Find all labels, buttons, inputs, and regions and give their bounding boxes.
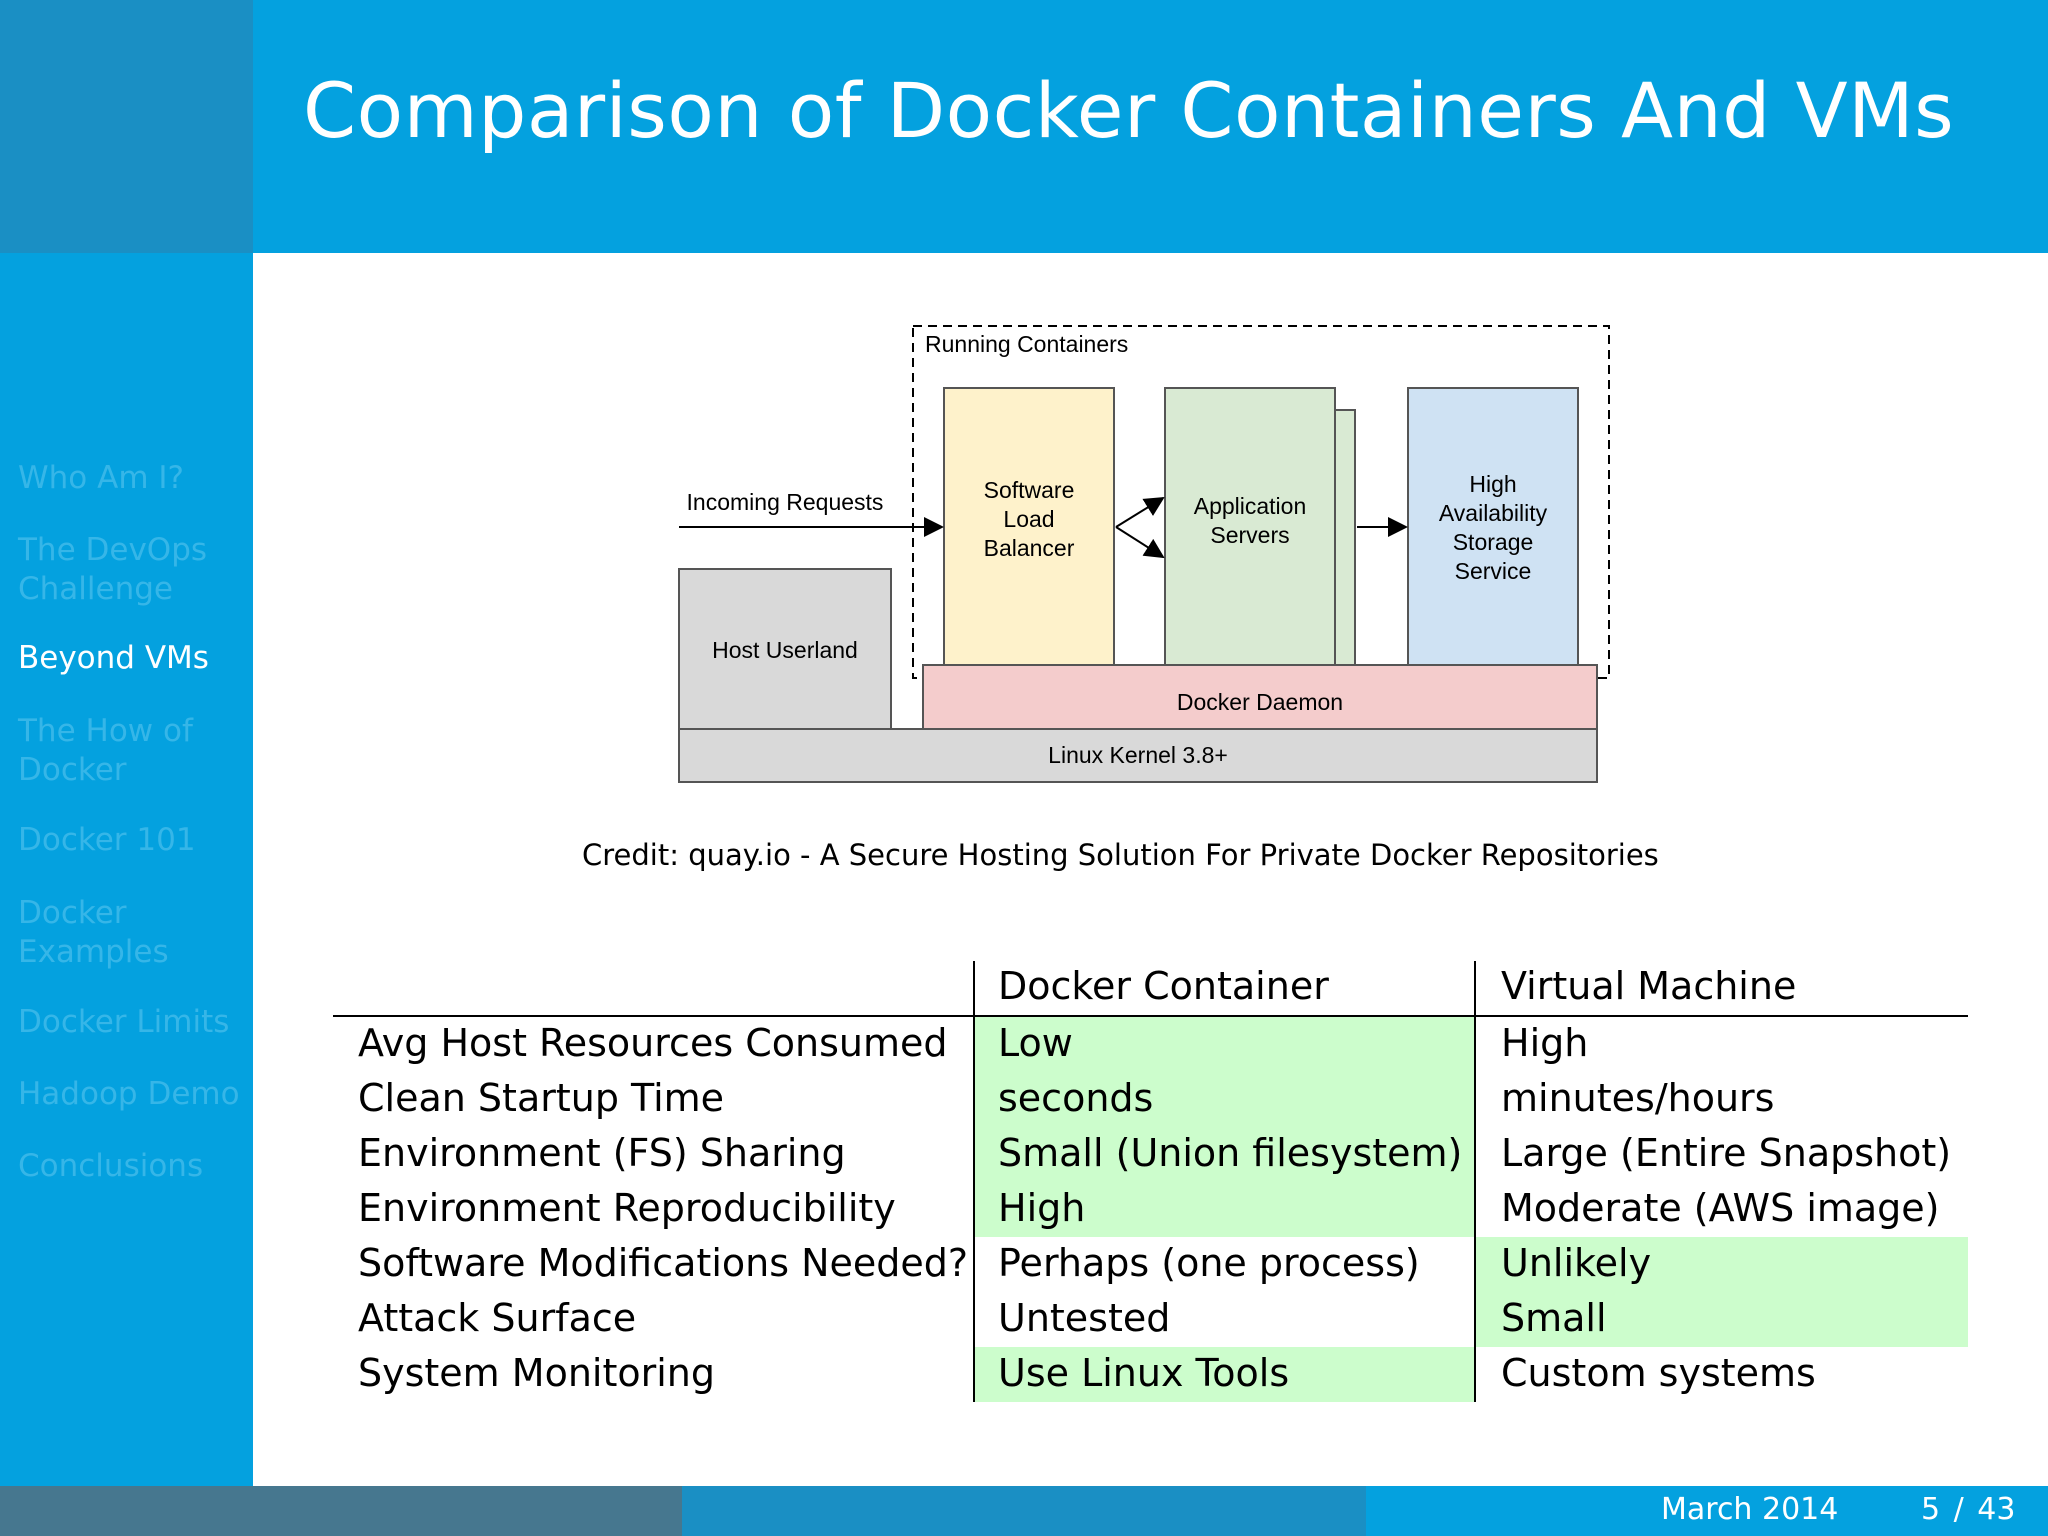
docker-architecture-diagram: Running Containers Linux Kernel 3.8+ Doc… bbox=[678, 325, 1610, 783]
table-row-label: Attack Surface bbox=[358, 1296, 637, 1340]
table-cell-vm: minutes/hours bbox=[1501, 1076, 1775, 1120]
lb-to-app-arrow-upper bbox=[1115, 496, 1165, 528]
table-cell-docker: seconds bbox=[998, 1076, 1154, 1120]
table-cell-vm: Custom systems bbox=[1501, 1351, 1816, 1395]
nav-item-how-of-docker[interactable]: The How of Docker bbox=[18, 713, 193, 788]
footer-segment-left bbox=[0, 1486, 682, 1536]
header-corner bbox=[0, 0, 253, 253]
table-cell-docker: Small (Union filesystem) bbox=[998, 1131, 1463, 1175]
table-header-rule bbox=[333, 1015, 1968, 1017]
host-userland-box bbox=[678, 568, 892, 730]
storage-line-2: Availability bbox=[1439, 500, 1548, 526]
table-cell-vm: Large (Entire Snapshot) bbox=[1501, 1131, 1952, 1175]
slide-title: Comparison of Docker Containers And VMs bbox=[303, 66, 1955, 155]
nav-item-docker-examples[interactable]: Docker Examples bbox=[18, 895, 169, 970]
nav-item-docker-101[interactable]: Docker 101 bbox=[18, 822, 196, 858]
table-row-label: Avg Host Resources Consumed bbox=[358, 1021, 948, 1065]
table-header-vm: Virtual Machine bbox=[1501, 964, 1797, 1008]
table-cell-docker: Perhaps (one process) bbox=[998, 1241, 1420, 1285]
nav-item-who-am-i[interactable]: Who Am I? bbox=[18, 460, 184, 496]
storage-line-1: High bbox=[1469, 471, 1516, 497]
sidebar-navigation: Who Am I? The DevOps Challenge Beyond VM… bbox=[0, 253, 253, 1486]
table-row-label: Software Modifications Needed? bbox=[358, 1241, 969, 1285]
app-servers-box bbox=[1164, 387, 1336, 666]
load-balancer-line-3: Balancer bbox=[984, 535, 1075, 561]
footer-page-number: 5 / 43 bbox=[1921, 1492, 2016, 1527]
app-servers-line-2: Servers bbox=[1210, 522, 1289, 548]
table-row-label: Clean Startup Time bbox=[358, 1076, 725, 1120]
incoming-requests-label: Incoming Requests bbox=[687, 489, 884, 515]
nav-item-beyond-vms[interactable]: Beyond VMs bbox=[18, 640, 209, 676]
load-balancer-box bbox=[943, 387, 1115, 666]
storage-line-4: Service bbox=[1455, 558, 1532, 584]
nav-item-conclusions[interactable]: Conclusions bbox=[18, 1148, 204, 1184]
table-row-label: Environment Reproducibility bbox=[358, 1186, 896, 1230]
nav-item-docker-limits[interactable]: Docker Limits bbox=[18, 1004, 230, 1040]
slide-footer: March 2014 5 / 43 bbox=[0, 1486, 2048, 1536]
docker-daemon-box bbox=[922, 664, 1598, 730]
table-cell-vm: Unlikely bbox=[1501, 1241, 1652, 1285]
table-cell-docker: Use Linux Tools bbox=[998, 1351, 1290, 1395]
vm-win-highlight bbox=[1476, 1237, 1968, 1347]
footer-segment-middle bbox=[682, 1486, 1366, 1536]
docker-win-highlight-bottom bbox=[974, 1347, 1474, 1402]
table-cell-docker: Untested bbox=[998, 1296, 1171, 1340]
docker-win-highlight-top bbox=[974, 1017, 1474, 1237]
docker-daemon-label: Docker Daemon bbox=[1177, 689, 1343, 715]
table-header-docker: Docker Container bbox=[998, 964, 1329, 1008]
nav-item-devops-challenge[interactable]: The DevOps Challenge bbox=[18, 532, 208, 607]
table-column-divider-1 bbox=[973, 961, 975, 1402]
table-cell-vm: Small bbox=[1501, 1296, 1607, 1340]
table-cell-vm: Moderate (AWS image) bbox=[1501, 1186, 1940, 1230]
app-servers-line-1: Application bbox=[1194, 493, 1307, 519]
host-userland-label: Host Userland bbox=[712, 637, 858, 663]
footer-segment-right bbox=[1366, 1486, 2048, 1536]
load-balancer-line-1: Software bbox=[984, 477, 1075, 503]
table-row-label: Environment (FS) Sharing bbox=[358, 1131, 846, 1175]
app-servers-shadow-box bbox=[1334, 409, 1356, 666]
slide-header: Comparison of Docker Containers And VMs bbox=[253, 0, 2048, 253]
storage-line-3: Storage bbox=[1453, 529, 1534, 555]
nav-item-hadoop-demo[interactable]: Hadoop Demo bbox=[18, 1076, 240, 1112]
storage-service-box bbox=[1407, 387, 1579, 666]
table-row-label: System Monitoring bbox=[358, 1351, 715, 1395]
footer-date: March 2014 bbox=[1661, 1492, 1839, 1527]
image-credit: Credit: quay.io - A Secure Hosting Solut… bbox=[582, 838, 1659, 872]
running-containers-label: Running Containers bbox=[925, 331, 1128, 357]
load-balancer-line-2: Load bbox=[1003, 506, 1054, 532]
table-cell-docker: High bbox=[998, 1186, 1086, 1230]
lb-to-app-arrow-lower bbox=[1115, 526, 1165, 559]
table-cell-vm: High bbox=[1501, 1021, 1589, 1065]
table-cell-docker: Low bbox=[998, 1021, 1073, 1065]
linux-kernel-label: Linux Kernel 3.8+ bbox=[1048, 742, 1228, 768]
table-column-divider-2 bbox=[1474, 961, 1476, 1402]
